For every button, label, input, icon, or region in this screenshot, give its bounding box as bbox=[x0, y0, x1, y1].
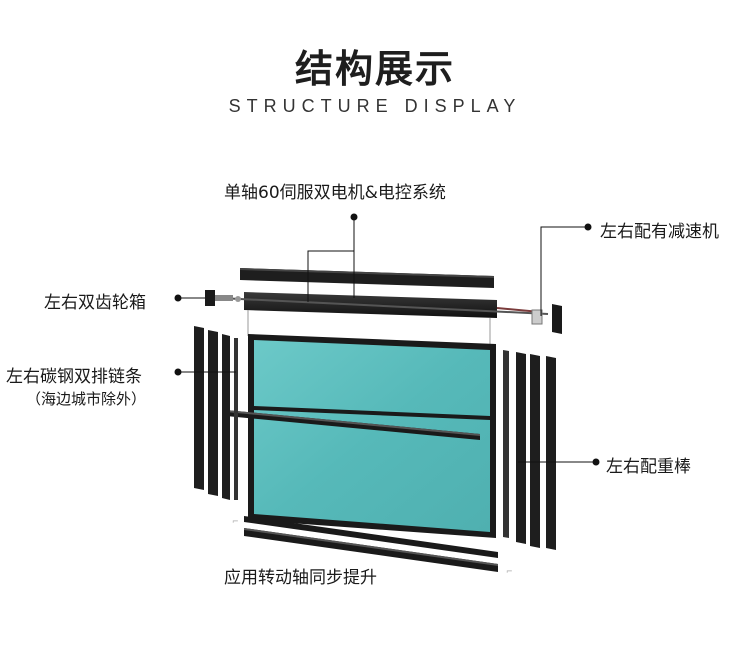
label-weight-bar: 左右配重棒 bbox=[606, 457, 691, 477]
page-title: 结构展示 bbox=[294, 47, 455, 91]
svg-text:⌐: ⌐ bbox=[506, 567, 513, 576]
label-chain: 左右碳钢双排链条 bbox=[6, 367, 142, 387]
label-sync-shaft: 应用转动轴同步提升 bbox=[224, 568, 377, 588]
weight-bar bbox=[226, 410, 480, 440]
left-gearbox bbox=[205, 290, 241, 306]
label-gearbox: 左右双齿轮箱 bbox=[44, 293, 146, 313]
leader-lines bbox=[178, 217, 596, 463]
motor-housing bbox=[219, 292, 549, 318]
top-cover-plate bbox=[240, 268, 494, 288]
svg-text:⌐: ⌐ bbox=[232, 517, 239, 526]
leader-dots bbox=[174, 213, 600, 466]
label-chain-note: （海边城市除外） bbox=[26, 390, 147, 408]
right-chain-channels bbox=[503, 350, 556, 550]
label-motor: 单轴60伺服双电机&电控系统 bbox=[224, 183, 446, 203]
right-reducer bbox=[531, 304, 562, 334]
sync-shaft-bars: ⌐ ⌐ bbox=[232, 516, 513, 576]
page-subtitle: STRUCTURE DISPLAY bbox=[228, 96, 522, 116]
glass-window bbox=[248, 334, 496, 538]
label-reducer: 左右配有减速机 bbox=[600, 222, 719, 242]
